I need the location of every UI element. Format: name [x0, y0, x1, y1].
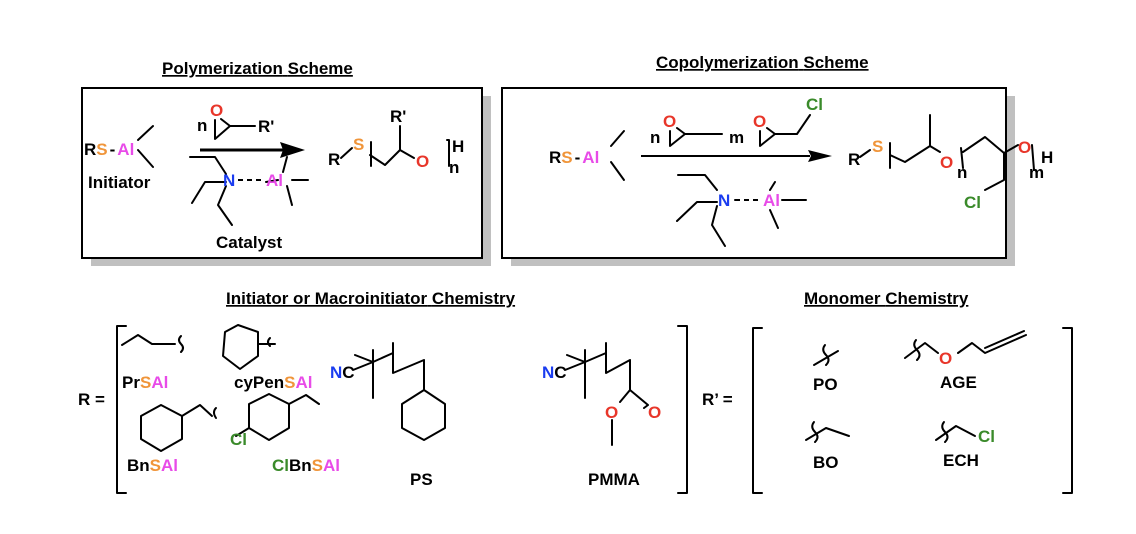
subscript-n: n	[957, 163, 967, 182]
initiator-label: Initiator	[88, 173, 151, 192]
catalyst-aluminum: Al	[266, 171, 283, 190]
initiator-clbnsal: ClBnSAl	[272, 456, 340, 475]
age-oxygen: O	[939, 349, 952, 368]
ps-structure	[352, 342, 446, 441]
product-sulfur-2: S	[872, 137, 883, 156]
right-bracket-r	[677, 325, 688, 494]
header-copolymerization: Copolymerization Scheme	[656, 53, 869, 72]
polymerization-scheme-box: RS-Al Initiator n O R' N Al Catalyst R S…	[81, 87, 491, 266]
catalyst-nitrogen-2: N	[718, 191, 730, 210]
product-chlorine: Cl	[964, 193, 981, 212]
product-oxygen-2: O	[940, 153, 953, 172]
pmma-carbonyl-oxygen: O	[648, 403, 661, 422]
monomer-bo: BO	[813, 453, 839, 472]
catalyst-aluminum-2: Al	[763, 191, 780, 210]
pmma-structure	[564, 342, 649, 446]
product-sulfur: S	[353, 135, 364, 154]
catalyst-label: Catalyst	[216, 233, 282, 252]
pmma-nitrile: NC	[542, 363, 567, 382]
product-r: R	[328, 150, 340, 169]
benzyl-structure	[140, 404, 217, 452]
ech-chlorine: Cl	[806, 95, 823, 114]
r-prime-label: R'	[258, 117, 274, 136]
subscript-m: m	[1029, 163, 1044, 182]
left-bracket-rprime	[752, 327, 763, 494]
ech-oxygen: O	[753, 112, 766, 131]
product-oxygen-3: O	[1018, 138, 1031, 157]
right-bracket-rprime	[1062, 327, 1073, 494]
po-oxygen: O	[663, 112, 676, 131]
catalyst-nitrogen: N	[223, 171, 235, 190]
ech-structure	[935, 421, 976, 443]
propyl-structure	[121, 334, 184, 353]
monomer-coefficient: n	[197, 116, 207, 135]
coefficient-m: m	[729, 128, 744, 147]
header-initiator-chemistry: Initiator or Macroinitiator Chemistry	[226, 289, 516, 308]
macroinitiator-pmma: PMMA	[588, 470, 640, 489]
age-structure	[904, 330, 1027, 361]
r-prime-equals-label: R’ =	[702, 390, 733, 409]
initiator-rs-al-2: RS-Al	[549, 148, 599, 167]
initiator-cypensal: cyPenSAl	[234, 373, 312, 392]
initiator-bnsal: BnSAl	[127, 456, 178, 475]
copolymerization-scheme-box: RS-Al n O m O Cl N Al R S O n O H m Cl	[501, 87, 1053, 266]
cyclopentyl-structure	[222, 324, 276, 370]
product-oxygen: O	[416, 152, 429, 171]
header-polymerization: Polymerization Scheme	[162, 59, 353, 78]
chlorobenzyl-structure	[235, 393, 320, 441]
pmma-ester-oxygen: O	[605, 403, 618, 422]
product-r-prime: R'	[390, 107, 406, 126]
header-monomer-chemistry: Monomer Chemistry	[804, 289, 969, 308]
monomer-po: PO	[813, 375, 838, 394]
product-subscript-n: n	[449, 158, 459, 177]
monomer-age: AGE	[940, 373, 977, 392]
product-h-2: H	[1041, 148, 1053, 167]
product-h: H	[452, 137, 464, 156]
po-structure	[813, 344, 839, 366]
coefficient-n: n	[650, 128, 660, 147]
monomer-ech: ECH	[943, 451, 979, 470]
ech-chlorine-2: Cl	[978, 427, 995, 446]
r-equals-label: R =	[78, 390, 105, 409]
left-bracket-r	[116, 325, 127, 494]
ps-nitrile: NC	[330, 363, 355, 382]
bo-structure	[805, 421, 850, 443]
product-r-2: R	[848, 150, 860, 169]
chlorobenzyl-chlorine: Cl	[230, 430, 247, 449]
epoxide-oxygen: O	[210, 101, 223, 120]
macroinitiator-ps: PS	[410, 470, 433, 489]
initiator-rs-al: RS-Al	[84, 140, 134, 159]
initiator-prsal: PrSAl	[122, 373, 168, 392]
